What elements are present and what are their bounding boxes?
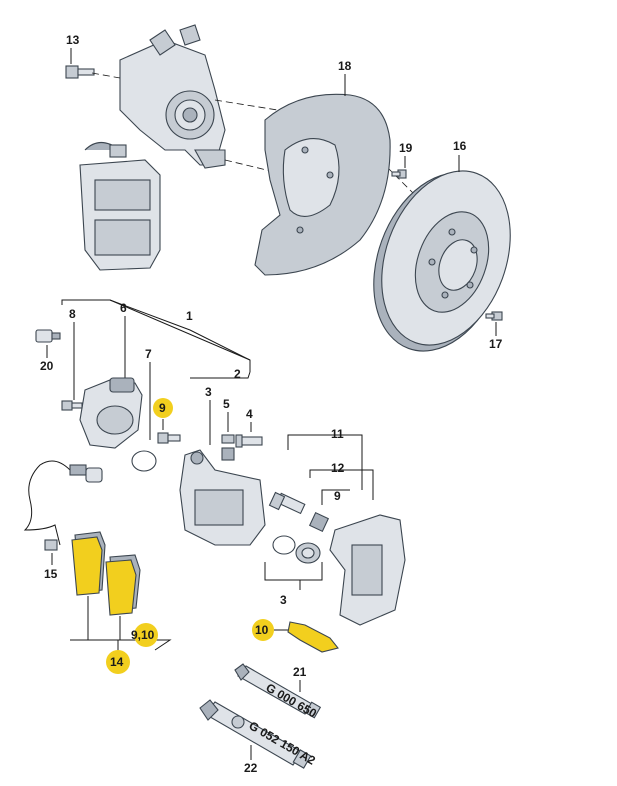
callout-19: 19 [399,141,413,155]
callout-15: 15 [44,567,58,581]
callout-3-bottom: 3 [280,593,287,607]
bleeder-4 [235,434,263,448]
callout-13: 13 [66,33,80,47]
callout-4: 4 [246,407,253,421]
bolt-9 [157,432,181,444]
bolt-8 [61,400,83,411]
grease-tube-21: G 000 650 [234,663,322,721]
callout-2: 2 [234,367,241,381]
callout-8: 8 [69,307,76,321]
brake-caliper-top [79,141,161,271]
callout-3-top: 3 [205,385,212,399]
cap-5 [221,434,235,461]
callout-1: 1 [186,309,193,323]
callout-9-right: 9 [334,489,341,503]
callout-9-10-highlight [134,623,158,647]
callout-9-highlight [153,398,173,418]
screw-17 [485,311,503,321]
piston-seal-ring [272,535,296,555]
callout-11: 11 [331,427,344,441]
callout-10-highlight [252,619,274,641]
o-ring-7 [131,450,157,472]
guide-pin-12 [268,491,330,533]
parking-brake-motor-6 [79,377,143,449]
callout-9-10: 9,10 [131,628,155,642]
callout-12: 12 [331,461,345,475]
brake-disc-16 [373,170,511,352]
callout-20: 20 [40,359,54,373]
plug-20 [35,329,61,343]
wheel-bearing-housing [119,24,226,169]
caliper-housing-3 [179,449,266,546]
brake-pad-left [71,531,106,596]
callout-14-highlight [106,650,130,674]
callout-7: 7 [145,347,152,361]
callout-21: 21 [293,665,307,679]
caliper-carrier-11 [329,514,406,626]
callout-16: 16 [453,139,467,153]
speed-sensor-15 [23,460,103,551]
brake-pad-right [105,554,141,616]
callout-9: 9 [159,401,166,415]
splash-shield-18 [254,93,391,276]
callout-22: 22 [244,761,258,775]
tube-21-label: G 000 650 [264,680,320,720]
bolt-19 [391,169,407,179]
bolt-13 [65,65,95,79]
callout-18: 18 [338,59,352,73]
callout-17: 17 [489,337,503,351]
callout-10: 10 [255,623,269,637]
callout-6: 6 [120,301,127,315]
callout-5: 5 [223,397,230,411]
spring-clip-10 [287,621,339,653]
callout-14: 14 [110,655,124,669]
